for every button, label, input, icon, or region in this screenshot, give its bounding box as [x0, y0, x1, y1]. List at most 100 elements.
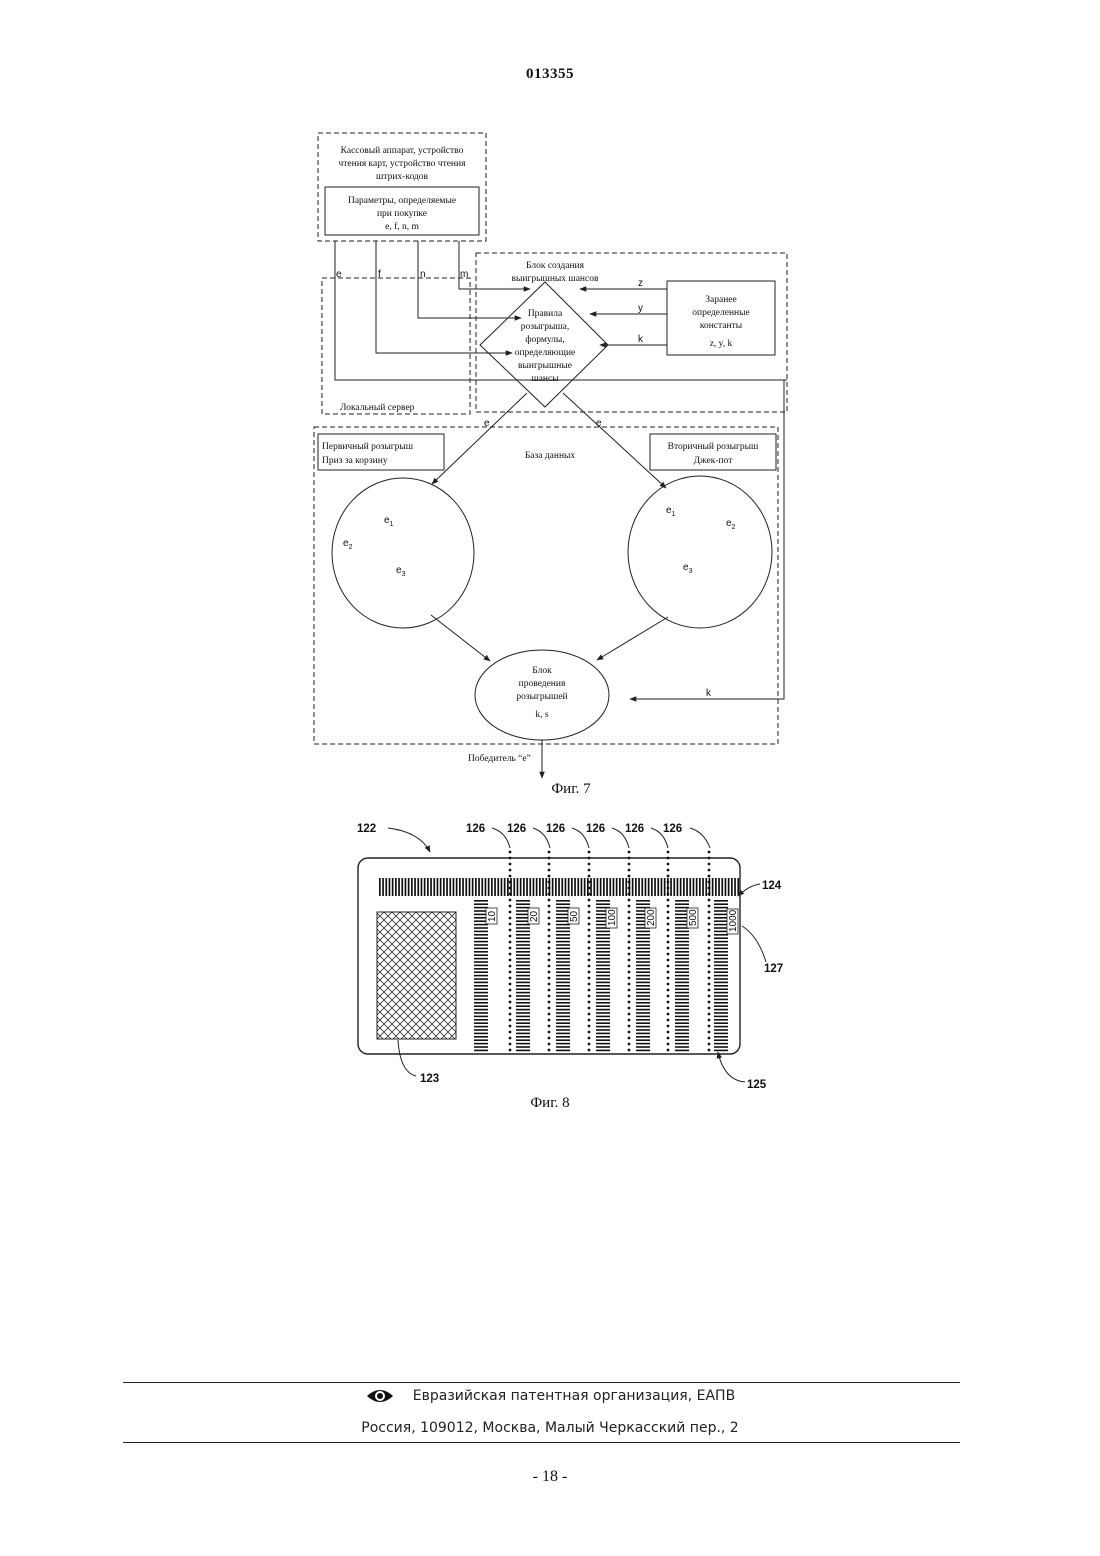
separator-dot — [708, 1013, 711, 1016]
stripe-bar — [596, 1002, 610, 1004]
stripe-bar — [675, 982, 689, 984]
stripe-bar — [556, 995, 570, 997]
stripe-bar — [636, 1039, 650, 1041]
separator-dot — [548, 1019, 551, 1022]
ref-126-4: 126 — [586, 823, 605, 835]
barcode-bar — [437, 878, 439, 896]
separator-dot — [588, 1049, 591, 1052]
stripe-bar — [675, 1009, 689, 1011]
ref-127: 127 — [764, 963, 783, 975]
separator-dot — [628, 917, 631, 920]
separator-dot — [548, 875, 551, 878]
stripe-bar — [516, 1036, 530, 1038]
stripe-bar — [636, 1022, 650, 1024]
separator-dot — [548, 851, 551, 854]
stripe-bar — [474, 1005, 488, 1007]
barcode-bar — [641, 878, 643, 896]
separator-dot — [708, 1031, 711, 1034]
stripe-bar — [556, 988, 570, 990]
constants-connectors — [580, 289, 667, 345]
barcode-bar — [645, 878, 647, 896]
signal-k-bottom-label: k — [706, 688, 712, 699]
separator-dot — [628, 863, 631, 866]
separator-dot — [588, 863, 591, 866]
separator-dot — [667, 995, 670, 998]
stripe-bar — [474, 1002, 488, 1004]
separator-dot — [548, 995, 551, 998]
separator-dot — [509, 881, 512, 884]
stripe-bar — [516, 965, 530, 967]
stripe-bar — [596, 1033, 610, 1035]
constants-line3: константы — [700, 321, 743, 331]
separator-dot — [708, 941, 711, 944]
separator-dot — [628, 983, 631, 986]
edge-to-secondary — [563, 393, 666, 488]
barcode-bar — [686, 878, 688, 896]
stripe-bar — [556, 1050, 570, 1052]
barcode-bar — [533, 878, 535, 896]
barcode-bar — [715, 878, 717, 896]
stripe-bar — [596, 1012, 610, 1014]
separator-dot — [548, 1043, 551, 1046]
stripe-bar — [556, 975, 570, 977]
separator-dot — [708, 869, 711, 872]
stripe-bar — [556, 992, 570, 994]
separator-dot — [588, 935, 591, 938]
stripe-bar — [516, 1005, 530, 1007]
stripe-bar — [714, 941, 728, 943]
separator-dot — [509, 863, 512, 866]
stripe-bar — [675, 951, 689, 953]
stripe-bar — [675, 961, 689, 963]
separator-dot — [628, 869, 631, 872]
separator-dot — [628, 857, 631, 860]
ref-126-2: 126 — [507, 823, 526, 835]
stripe-bar — [675, 1029, 689, 1031]
footer-org-name: Евразийская патентная организация, ЕАПВ — [413, 1388, 735, 1404]
separator-dot — [667, 887, 670, 890]
separator-dot — [628, 989, 631, 992]
separator-dot — [708, 1019, 711, 1022]
draw-block-line1: Блок — [532, 666, 552, 676]
stripe-bar — [596, 951, 610, 953]
separator-dot — [708, 995, 711, 998]
stripe-bar — [636, 978, 650, 980]
stripe-bar — [556, 931, 570, 933]
barcode-bar — [651, 878, 653, 896]
rules-line4: определяющие — [515, 348, 576, 358]
rules-line2: розыгрыша, — [521, 322, 570, 332]
stripe-bar — [474, 937, 488, 939]
stripe-bar — [636, 954, 650, 956]
separator-dot — [667, 905, 670, 908]
register-block-line2: чтения карт, устройство чтения — [339, 158, 467, 169]
barcode-bar — [597, 878, 599, 896]
stripe-bar — [516, 1019, 530, 1021]
stripe-bar — [474, 941, 488, 943]
stripe-bar — [636, 961, 650, 963]
separator-dot — [509, 1001, 512, 1004]
barcode-bar — [577, 878, 579, 896]
constants-line2: определенные — [692, 308, 749, 318]
barcode-bar — [581, 878, 583, 896]
separator-dot — [548, 1007, 551, 1010]
separator-dot — [708, 923, 711, 926]
separator-dot — [588, 881, 591, 884]
separator-dot — [509, 929, 512, 932]
stripe-bar — [556, 944, 570, 946]
stripe-bar — [714, 1022, 728, 1024]
separator-dot — [548, 923, 551, 926]
stripe-bar — [474, 992, 488, 994]
barcode-bar — [501, 878, 503, 896]
stripe-bar — [516, 1039, 530, 1041]
stripe-bar — [596, 999, 610, 1001]
database-label: База данных — [525, 451, 576, 461]
stripe-bar — [596, 992, 610, 994]
ref-125: 125 — [747, 1079, 767, 1091]
separator-dot — [509, 1043, 512, 1046]
separator-dot — [667, 1001, 670, 1004]
ref-126-3: 126 — [546, 823, 565, 835]
barcode-bar — [673, 878, 675, 896]
edge-secondary-to-draw — [597, 617, 668, 660]
barcode-bar — [683, 878, 685, 896]
stripe-bar — [675, 1050, 689, 1052]
barcode-bar — [517, 878, 519, 896]
